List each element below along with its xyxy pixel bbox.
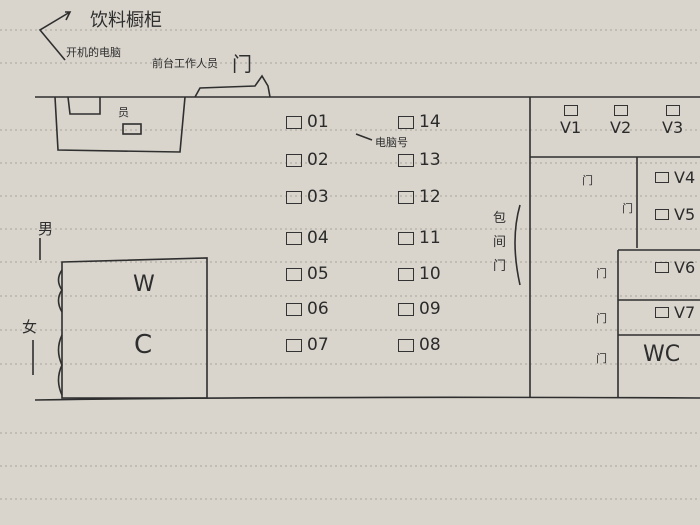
computer-04: 04 (286, 228, 329, 248)
vip-door-label: 门 (582, 174, 593, 187)
arrow-computer-number (355, 133, 373, 141)
vip-room-label: V5 (674, 205, 696, 224)
computer-number: 13 (419, 150, 441, 170)
computer-icon (398, 267, 414, 281)
vip-room-label: V7 (674, 303, 696, 322)
vip-room-label: V1 (560, 118, 582, 137)
computer-number: 11 (419, 228, 441, 248)
computer-icon (398, 231, 414, 245)
wc-label: WC (643, 342, 681, 367)
vip-room-label: V3 (662, 118, 684, 137)
computer-icon (655, 307, 669, 318)
computer-08: 08 (398, 335, 441, 355)
computer-icon (286, 190, 302, 204)
computer-number: 02 (307, 150, 329, 170)
computer-number: 14 (419, 112, 441, 132)
powered-on-computer-label: 开机的电脑 (66, 46, 121, 59)
computer-number: 03 (307, 187, 329, 207)
vip-room-v7: V7 (655, 303, 695, 322)
computer-number-label: 电脑号 (375, 136, 408, 149)
drink-cabinet-shape (67, 96, 101, 115)
computer-number: 08 (419, 335, 441, 355)
computer-01: 01 (286, 112, 329, 132)
restroom-block (61, 257, 208, 399)
wc-door-label: 门 (596, 352, 607, 365)
computer-icon (398, 190, 414, 204)
computer-icon (665, 105, 680, 116)
male-label: 男 (38, 220, 54, 238)
computer-12: 12 (398, 187, 441, 207)
restroom-w-label: W (133, 272, 155, 297)
computer-09: 09 (398, 299, 441, 319)
computer-07: 07 (286, 335, 329, 355)
computer-06: 06 (286, 299, 329, 319)
front-desk (54, 96, 186, 153)
computer-13: 13 (398, 150, 441, 170)
computer-number: 01 (307, 112, 329, 132)
vip-room-walls (617, 249, 700, 398)
vip-room-label: V6 (674, 258, 696, 277)
restroom-doors (57, 269, 63, 396)
female-label: 女 (22, 318, 38, 336)
computer-icon (286, 115, 302, 129)
computer-icon (613, 105, 628, 116)
computer-05: 05 (286, 264, 329, 284)
computer-icon (286, 302, 302, 316)
computer-icon (286, 153, 302, 167)
computer-icon (398, 115, 414, 129)
private-door-brace (514, 204, 521, 286)
computer-14: 14 (398, 112, 441, 132)
vip-room-v3: V3 (662, 105, 683, 137)
computer-02: 02 (286, 150, 329, 170)
computer-icon (286, 338, 302, 352)
vip-room-v5: V5 (655, 205, 695, 224)
computer-number: 06 (307, 299, 329, 319)
computer-icon (563, 105, 578, 116)
staff-mark: 员 (118, 106, 129, 119)
private-room-door-label: 包间门 (493, 211, 507, 274)
computer-10: 10 (398, 264, 441, 284)
computer-number: 05 (307, 264, 329, 284)
computer-icon (655, 172, 669, 183)
v6-door-label: 门 (596, 267, 607, 280)
v7-door-label: 门 (596, 312, 607, 325)
computer-icon (286, 231, 302, 245)
computer-number: 04 (307, 228, 329, 248)
computer-number: 07 (307, 335, 329, 355)
door-brace (194, 74, 271, 98)
vip-room-label: V2 (610, 118, 632, 137)
computer-11: 11 (398, 228, 441, 248)
computer-icon (398, 153, 414, 167)
drink-cabinet-label: 饮料橱柜 (90, 10, 162, 31)
vip-room-label: V4 (674, 168, 696, 187)
computer-number: 12 (419, 187, 441, 207)
computer-number: 10 (419, 264, 441, 284)
computer-icon (398, 338, 414, 352)
v4-v5-door-label: 门 (622, 202, 633, 215)
notebook-rule-lines (0, 29, 700, 500)
front-desk-computer (122, 123, 142, 135)
vip-room-v6: V6 (655, 258, 695, 277)
bottom-wall (34, 396, 700, 401)
computer-03: 03 (286, 187, 329, 207)
arrow-drink (38, 11, 72, 61)
vip-room-v2: V2 (610, 105, 631, 137)
computer-number: 09 (419, 299, 441, 319)
vip-room-v4: V4 (655, 168, 695, 187)
computer-icon (286, 267, 302, 281)
front-desk-staff-label: 前台工作人员 (152, 57, 218, 70)
computer-icon (655, 262, 669, 273)
computer-icon (398, 302, 414, 316)
computer-icon (655, 209, 669, 220)
restroom-c-label: C (134, 330, 153, 360)
vip-room-v1: V1 (560, 105, 581, 137)
main-door-label: 门 (232, 52, 252, 76)
